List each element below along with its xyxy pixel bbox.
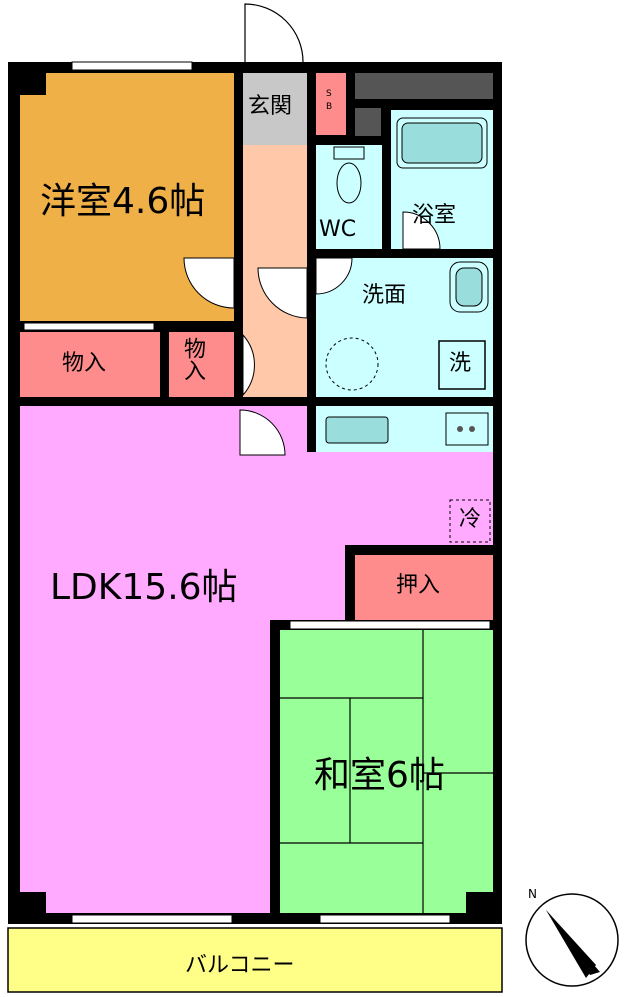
japanese-room-label: 和室6帖 <box>314 755 445 796</box>
compass <box>525 893 619 987</box>
burner-icon <box>457 426 463 432</box>
tatami-lines <box>280 630 493 913</box>
closet-left-label: 物入 <box>62 351 107 376</box>
corner-post <box>466 892 493 914</box>
washer-label: 洗 <box>449 351 472 376</box>
utility-space-2 <box>355 108 381 136</box>
stove <box>445 412 489 446</box>
toilet-bowl <box>336 162 362 204</box>
wash-basin-inner <box>455 267 483 307</box>
closet-mid <box>169 332 234 397</box>
compass-north-label: N <box>528 887 537 901</box>
wc-label: WC <box>319 217 357 242</box>
closet-left <box>20 332 160 397</box>
washroom-label: 洗面 <box>362 283 407 308</box>
washing-machine <box>438 340 486 390</box>
washer-space <box>325 337 379 391</box>
entrance-label: 玄関 <box>248 94 293 119</box>
shoebox <box>316 73 346 135</box>
closet-mid-label: 物入 <box>180 337 205 381</box>
ldk-room <box>20 406 493 913</box>
fridge-space <box>449 499 491 543</box>
entrance-door <box>244 3 304 63</box>
fridge-label: 冷 <box>459 507 482 532</box>
toilet-tank <box>333 146 365 160</box>
balcony-label: バルコニー <box>185 953 295 978</box>
oshiire-closet <box>355 555 493 620</box>
burner-icon <box>469 426 475 432</box>
corner-post <box>20 73 46 95</box>
oshiire-label: 押入 <box>396 573 441 598</box>
corner-post <box>20 892 46 914</box>
bathtub-inner <box>401 122 483 164</box>
kitchen-sink <box>325 416 389 444</box>
bath-label: 浴室 <box>412 203 457 228</box>
door-swings <box>183 211 441 456</box>
balcony <box>7 927 503 993</box>
windows <box>23 61 491 924</box>
ldk-label: LDK15.6帖 <box>50 567 238 608</box>
compass-needle-tip <box>546 910 596 978</box>
shoebox-label: SB <box>326 89 333 112</box>
utility-space <box>355 73 493 99</box>
entrance <box>243 73 307 145</box>
western-room-label: 洋室4.6帖 <box>40 181 206 222</box>
japanese-room <box>280 630 493 913</box>
